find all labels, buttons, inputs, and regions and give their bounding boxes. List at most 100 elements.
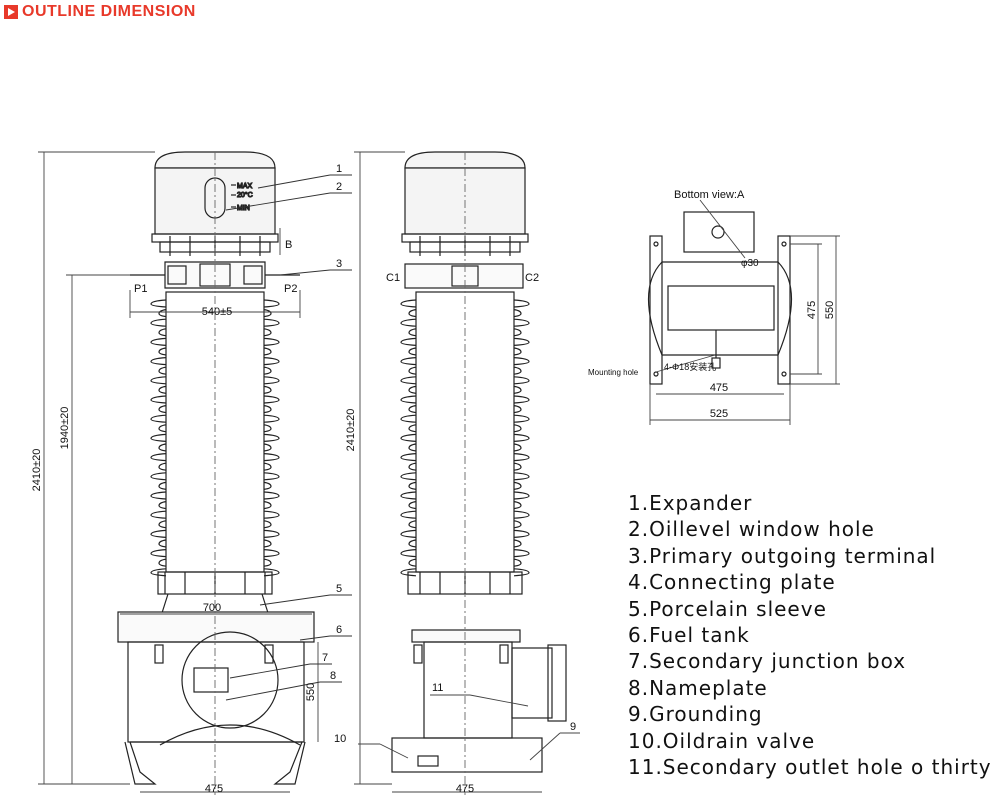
porcelain-shed (150, 529, 280, 538)
porcelain-shed (150, 510, 280, 519)
porcelain-shed (400, 357, 530, 366)
dim-terminal-height: 1940±20 (59, 407, 71, 450)
porcelain-shed (400, 299, 530, 308)
legend-item: 4.Connecting plate (628, 570, 836, 595)
porcelain-shed (400, 491, 530, 500)
legend-item: 3.Primary outgoing terminal (628, 543, 937, 568)
level-max-label: MAX (237, 183, 253, 190)
porcelain-shed (158, 520, 272, 529)
porcelain-shed (408, 558, 522, 567)
porcelain-shed (400, 433, 530, 442)
porcelain-shed (150, 318, 280, 327)
callout-11: 11 (432, 682, 443, 694)
porcelain-shed (400, 510, 530, 519)
callout-5: 5 (336, 583, 342, 595)
porcelain-shed (408, 520, 522, 529)
porcelain-shed (408, 462, 522, 471)
dim-bottom-inner-depth: 475 (806, 301, 818, 319)
level-min-label: MIN (237, 205, 250, 212)
side-junction-box (511, 647, 553, 719)
dim-side-total-height: 2410±20 (345, 409, 357, 452)
legend-item: 10.Oildrain valve (628, 728, 816, 753)
legend-item: 1.Expander (628, 491, 753, 515)
dim-hole-30: φ30 (741, 258, 759, 269)
legend-item: 5.Porcelain sleeve (628, 596, 827, 621)
porcelain-shed (408, 424, 522, 433)
dim-front-base-width: 475 (205, 783, 223, 795)
porcelain-shed (400, 414, 530, 423)
porcelain-shed (158, 558, 272, 567)
parts-legend: 1.Expander 2.Oillevel window hole 3.Prim… (628, 490, 992, 780)
porcelain-shed (400, 395, 530, 404)
porcelain-shed (150, 357, 280, 366)
porcelain-shed (400, 376, 530, 385)
callout-10: 10 (334, 733, 346, 745)
callout-7: 7 (322, 652, 328, 664)
porcelain-shed (158, 366, 272, 375)
porcelain-shed (408, 501, 522, 510)
bottom-view-title: Bottom view:A (674, 189, 745, 201)
callout-6: 6 (336, 624, 342, 636)
porcelain-shed (150, 395, 280, 404)
fuel-tank-top (117, 611, 315, 643)
bottom-hole-30 (711, 225, 725, 239)
legend-item: 7.Secondary junction box (628, 649, 907, 674)
secondary-junction-box (181, 631, 279, 729)
dim-tank-height: 550 (305, 683, 317, 701)
dim-bottom-outer-depth: 550 (824, 301, 836, 319)
porcelain-shed (158, 481, 272, 490)
porcelain-shed (408, 405, 522, 414)
porcelain-shed (400, 337, 530, 346)
porcelain-shed (408, 309, 522, 318)
legend-item: 8.Nameplate (628, 675, 768, 700)
bottom-left-bracket (649, 235, 663, 385)
front-view: MAX 20°C MIN (117, 151, 315, 785)
porcelain-shed (400, 549, 530, 558)
porcelain-shed (150, 299, 280, 308)
porcelain-shed (150, 491, 280, 500)
callout-1: 1 (336, 163, 342, 175)
dim-side-base-width: 475 (456, 783, 474, 795)
porcelain-shed (158, 309, 272, 318)
mounting-hole-label: Mounting hole (588, 368, 639, 377)
legend-item: 6.Fuel tank (628, 623, 750, 648)
porcelain-shed (150, 433, 280, 442)
terminal-p1-label: P1 (134, 283, 147, 295)
porcelain-shed (408, 385, 522, 394)
porcelain-shed (408, 481, 522, 490)
porcelain-shed (150, 414, 280, 423)
callout-9: 9 (570, 721, 576, 733)
bottom-right-bracket (777, 235, 791, 385)
bottom-view (648, 211, 792, 385)
legend-item: 9.Grounding (628, 702, 763, 727)
porcelain-shed (408, 539, 522, 548)
legend-item: 11.Secondary outlet hole o thirty (628, 755, 992, 780)
porcelain-shed (150, 453, 280, 462)
porcelain-shed (150, 472, 280, 481)
porcelain-shed (400, 472, 530, 481)
porcelain-shed (158, 443, 272, 452)
front-base (124, 741, 306, 785)
porcelain-shed (158, 501, 272, 510)
porcelain-shed (400, 453, 530, 462)
porcelain-shed (400, 318, 530, 327)
callout-8: 8 (330, 670, 336, 682)
side-view (391, 151, 567, 773)
play-icon (4, 5, 18, 19)
porcelain-shed (158, 424, 272, 433)
terminal-c1-label: C1 (386, 272, 400, 284)
porcelain-shed (408, 347, 522, 356)
porcelain-shed (158, 328, 272, 337)
porcelain-shed (158, 347, 272, 356)
porcelain-shed (408, 366, 522, 375)
porcelain-shed (408, 328, 522, 337)
side-base (391, 737, 543, 773)
porcelain-sleeve (150, 299, 280, 577)
side-terminal (404, 263, 524, 289)
bottom-tank-outline (648, 261, 792, 356)
porcelain-shed (158, 462, 272, 471)
view-arrow-label: B (285, 239, 292, 251)
oildrain-valve (417, 755, 439, 767)
level-20c-label: 20°C (237, 191, 253, 199)
porcelain-shed (400, 529, 530, 538)
